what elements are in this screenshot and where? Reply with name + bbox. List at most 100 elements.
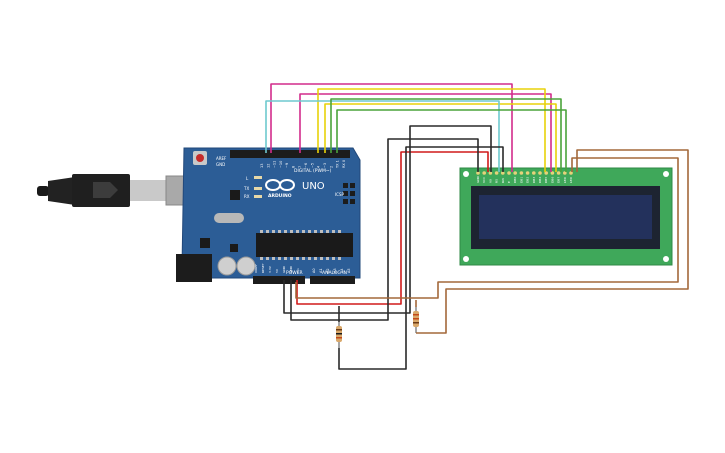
board-model-label: UNO bbox=[302, 181, 325, 192]
lcd-pin[interactable] bbox=[563, 171, 567, 175]
lcd-pin-label: DB7 bbox=[557, 177, 561, 183]
arduino-logo-icon bbox=[265, 179, 295, 191]
lcd-pin-label: DB6 bbox=[550, 177, 554, 183]
digital-pin-label: ~5 bbox=[310, 163, 314, 168]
analog-header bbox=[310, 276, 355, 284]
wire-green-db7[interactable] bbox=[330, 98, 562, 172]
lcd-pin-label: RW bbox=[501, 178, 505, 183]
analog-pin-label: A0 bbox=[312, 268, 316, 273]
digital-pin-label: ~6 bbox=[304, 163, 308, 168]
digital-pin-label: ~10 bbox=[279, 161, 283, 168]
analog-pin-label: A2 bbox=[326, 268, 330, 273]
lcd-pin-label: RS bbox=[495, 179, 499, 183]
lcd-pin-label: GND bbox=[476, 175, 480, 183]
lcd-pin[interactable] bbox=[569, 171, 573, 175]
lcd-pin[interactable] bbox=[550, 171, 555, 175]
wire-green-en[interactable] bbox=[336, 109, 567, 172]
led-rx bbox=[254, 195, 262, 198]
lcd-pin-label: DB2 bbox=[526, 177, 530, 183]
lcd-pin[interactable] bbox=[482, 171, 487, 175]
lcd-pin-label: V0 bbox=[488, 179, 492, 183]
digital-header bbox=[230, 150, 350, 158]
lcd-pin[interactable] bbox=[476, 171, 480, 175]
icsp-label: ICSP bbox=[335, 192, 345, 197]
lcd-screen bbox=[479, 195, 652, 239]
wire-yellow-db5[interactable] bbox=[324, 103, 557, 172]
capacitor bbox=[217, 256, 237, 276]
lcd-pin-label: LED bbox=[563, 176, 567, 183]
l-label: L bbox=[246, 176, 249, 181]
wire-cyan-db6[interactable] bbox=[265, 100, 500, 172]
lcd-pin[interactable] bbox=[538, 171, 542, 175]
usb-cable[interactable] bbox=[37, 174, 207, 207]
lcd-pin[interactable] bbox=[513, 171, 517, 175]
power-header bbox=[253, 276, 305, 284]
digital-pin-label: TX 1 bbox=[336, 160, 340, 169]
aref-label: AREF bbox=[216, 156, 227, 161]
lcd-pin[interactable] bbox=[544, 171, 548, 175]
digital-pin-label: 13 bbox=[260, 164, 264, 168]
power-pin-label: GND bbox=[289, 265, 293, 273]
lcd-pin[interactable] bbox=[507, 171, 511, 175]
power-pin-label: Vin bbox=[296, 268, 300, 273]
power-pin-label: RESET bbox=[261, 263, 265, 273]
lcd-pin[interactable] bbox=[556, 171, 561, 175]
analog-in-label: ANALOG IN bbox=[322, 270, 347, 276]
wire-pink-rs[interactable] bbox=[270, 83, 513, 172]
power-pin-label: GND bbox=[282, 265, 286, 273]
lcd-pin-label: LED bbox=[569, 176, 573, 183]
power-jack bbox=[176, 254, 212, 282]
lcd-pin-label: E bbox=[507, 181, 511, 183]
digital-pin-label: ~9 bbox=[285, 163, 289, 168]
lcd-pin[interactable] bbox=[494, 171, 499, 175]
lcd-pin-label: DB5 bbox=[544, 177, 548, 183]
digital-pin-label: 12 bbox=[266, 164, 270, 168]
rx-label: RX bbox=[244, 194, 250, 199]
lcd-pin[interactable] bbox=[519, 171, 524, 175]
lcd-pin-label: DB4 bbox=[538, 177, 542, 183]
led-tx bbox=[254, 187, 262, 190]
lcd-pin-label: DB0 bbox=[513, 177, 517, 183]
lcd-pin[interactable] bbox=[525, 171, 530, 175]
wire-yellow-db4[interactable] bbox=[317, 88, 546, 172]
analog-pin-label: A5 bbox=[347, 268, 351, 273]
microcontroller-chip bbox=[256, 233, 353, 257]
digital-pin-label: 4 bbox=[317, 165, 321, 168]
wire-black-gnd-2[interactable] bbox=[283, 125, 492, 314]
digital-pin-label: ~11 bbox=[273, 161, 277, 168]
led-l bbox=[254, 176, 262, 179]
digital-pins-label: DIGITAL (PWM~) bbox=[294, 168, 332, 174]
resistor-1[interactable] bbox=[336, 322, 342, 348]
power-pin-label: 3.3V bbox=[268, 265, 272, 273]
digital-pin-label: ~3 bbox=[323, 163, 327, 168]
icsp-header bbox=[343, 183, 355, 204]
digital-pin-label: 7 bbox=[298, 166, 302, 168]
wire-brown-led-2[interactable] bbox=[416, 149, 689, 334]
digital-pin-label: RX 0 bbox=[342, 160, 346, 168]
crystal bbox=[214, 213, 244, 223]
lcd-pin-label: DB3 bbox=[532, 177, 536, 183]
power-pin-label: 5V bbox=[275, 268, 279, 273]
wire-red-vcc[interactable] bbox=[296, 151, 489, 305]
lcd-pin[interactable] bbox=[532, 171, 536, 175]
power-label: POWER bbox=[286, 270, 303, 276]
tx-label: TX bbox=[243, 186, 249, 191]
wire-black-gnd-3[interactable] bbox=[338, 146, 504, 370]
lcd-pin-label: VCC bbox=[482, 177, 486, 183]
lcd-pin-label: DB1 bbox=[519, 177, 523, 183]
arduino-board[interactable]: L TX RX UNO ARDUINO DIGITAL (PWM~) POWER… bbox=[176, 147, 361, 284]
capacitor bbox=[236, 256, 256, 276]
digital-pin-label: 2 bbox=[329, 166, 333, 168]
wire-pink-e[interactable] bbox=[299, 93, 552, 172]
wire-brown-led-1[interactable] bbox=[295, 157, 679, 299]
power-pin-label: IOREF bbox=[254, 264, 258, 273]
lcd-pin[interactable] bbox=[501, 171, 505, 175]
lcd-pin[interactable] bbox=[488, 171, 493, 175]
digital-pin-label: 8 bbox=[292, 166, 296, 168]
analog-pin-label: A4 bbox=[340, 268, 344, 273]
analog-pin-label: A1 bbox=[319, 268, 323, 273]
gnd-label: GND bbox=[216, 162, 225, 167]
resistor-2[interactable] bbox=[413, 307, 419, 333]
